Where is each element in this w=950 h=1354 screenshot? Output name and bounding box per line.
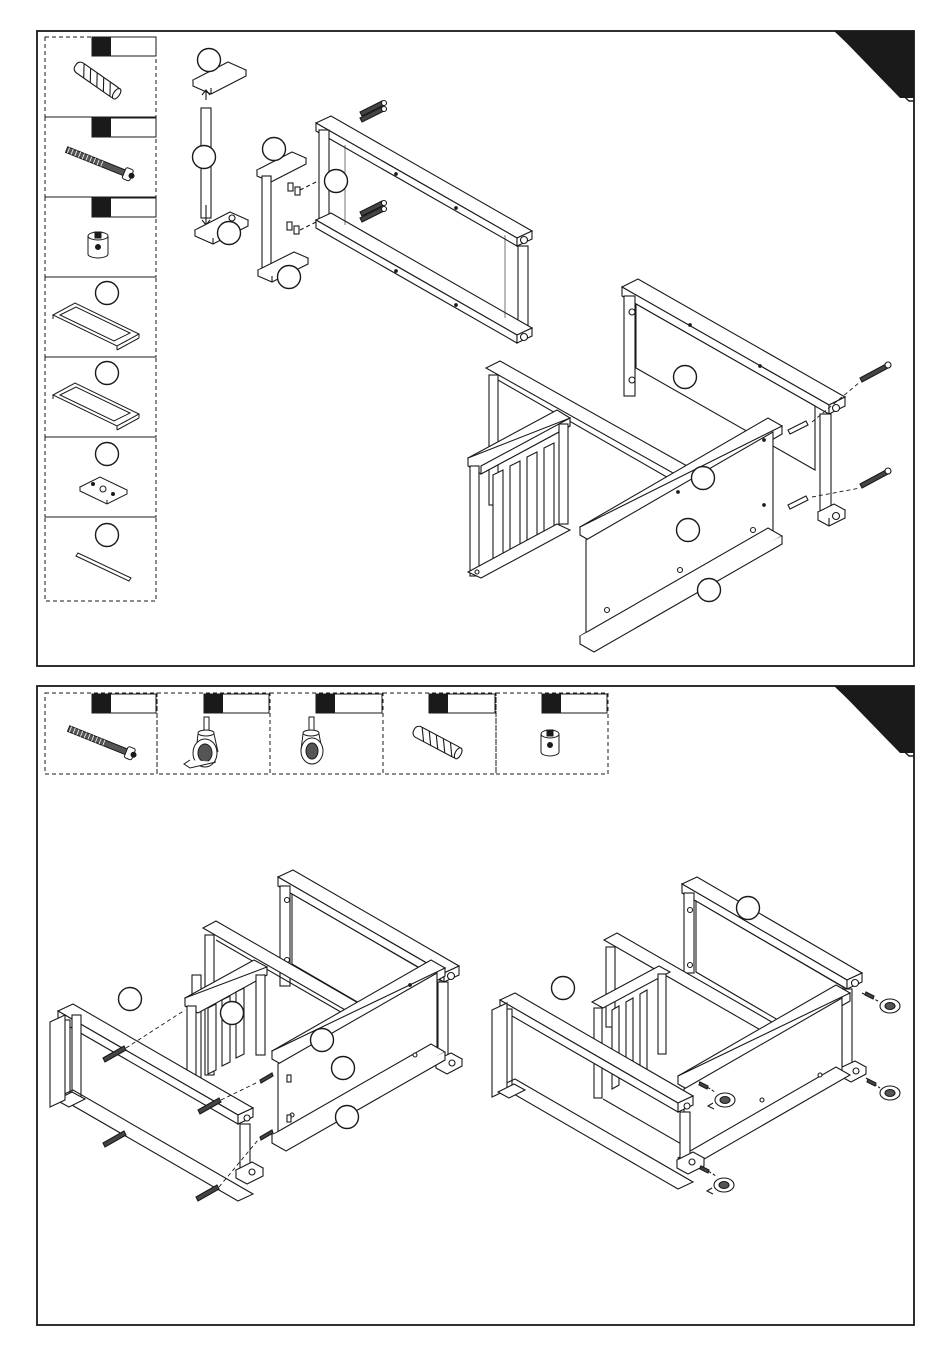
frame-panel-icon xyxy=(53,303,139,350)
part-cell-long-bolt xyxy=(66,694,156,761)
step-1-assembly-drawing xyxy=(193,62,891,652)
step-2-number-tab xyxy=(835,686,914,756)
long-bolt-icon xyxy=(64,144,136,182)
step-1-panel xyxy=(37,31,914,666)
part-cell-frame-panel-a xyxy=(53,282,139,351)
frame-panel-icon xyxy=(53,383,139,430)
part-cell-bracket-plate xyxy=(80,443,127,505)
step-1-number-tab xyxy=(835,31,914,101)
step-2-panel xyxy=(37,686,914,1325)
part-cell-twist-dowel xyxy=(411,694,495,760)
side-frame-large xyxy=(316,116,532,343)
caster-front-bottom xyxy=(700,1166,734,1194)
barrel-nut-icon xyxy=(541,730,559,756)
twist-dowel-icon xyxy=(72,60,122,100)
side-post-subassembly xyxy=(257,152,320,282)
bolt-right-bottom xyxy=(860,468,891,488)
twist-dowel-icon xyxy=(411,724,463,759)
caster-icon xyxy=(301,717,323,764)
bolt-pair-middle xyxy=(360,201,387,223)
bolt-right-top xyxy=(860,362,891,382)
part-cell-braked-caster xyxy=(184,694,269,768)
bracket-plate-icon xyxy=(80,477,127,504)
caster-rear-bottom xyxy=(866,1078,900,1100)
front-left-slat-frame xyxy=(468,410,570,578)
side-frame-front xyxy=(50,1004,263,1201)
part-cell-long-bolt xyxy=(64,118,156,182)
part-cell-barrel-nut xyxy=(88,198,156,258)
caster-rear-top xyxy=(862,992,900,1013)
rod-icon xyxy=(76,553,131,581)
step-2-assembled-drawing xyxy=(492,877,900,1194)
part-cell-twist-dowel xyxy=(72,37,156,100)
bolt-pair-top xyxy=(360,101,387,123)
barrel-nut-icon xyxy=(88,232,108,258)
part-cell-rod xyxy=(76,524,131,582)
step-2-exploded-drawing xyxy=(50,870,462,1201)
part-cell-barrel-nut xyxy=(541,694,607,756)
part-cell-frame-panel-b xyxy=(53,362,139,431)
braked-caster-icon xyxy=(184,717,218,768)
part-cell-caster xyxy=(301,694,382,764)
long-bolt-icon xyxy=(66,723,138,761)
